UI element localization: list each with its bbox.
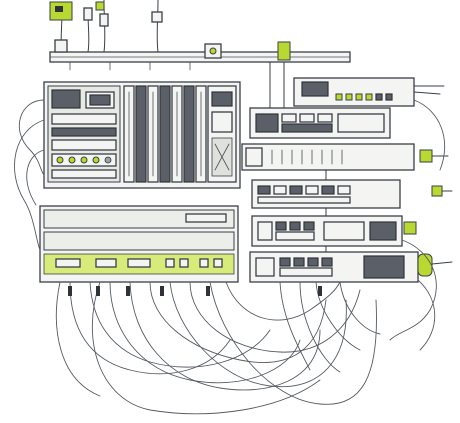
main-console-rack-icon xyxy=(43,81,241,189)
cable-bundle-icon xyxy=(14,99,446,415)
cable-tray-icon xyxy=(49,0,351,71)
power-indicator-icon xyxy=(403,85,453,277)
rack-unit-icon xyxy=(241,61,419,283)
patch-panel-unit-icon xyxy=(39,205,239,283)
